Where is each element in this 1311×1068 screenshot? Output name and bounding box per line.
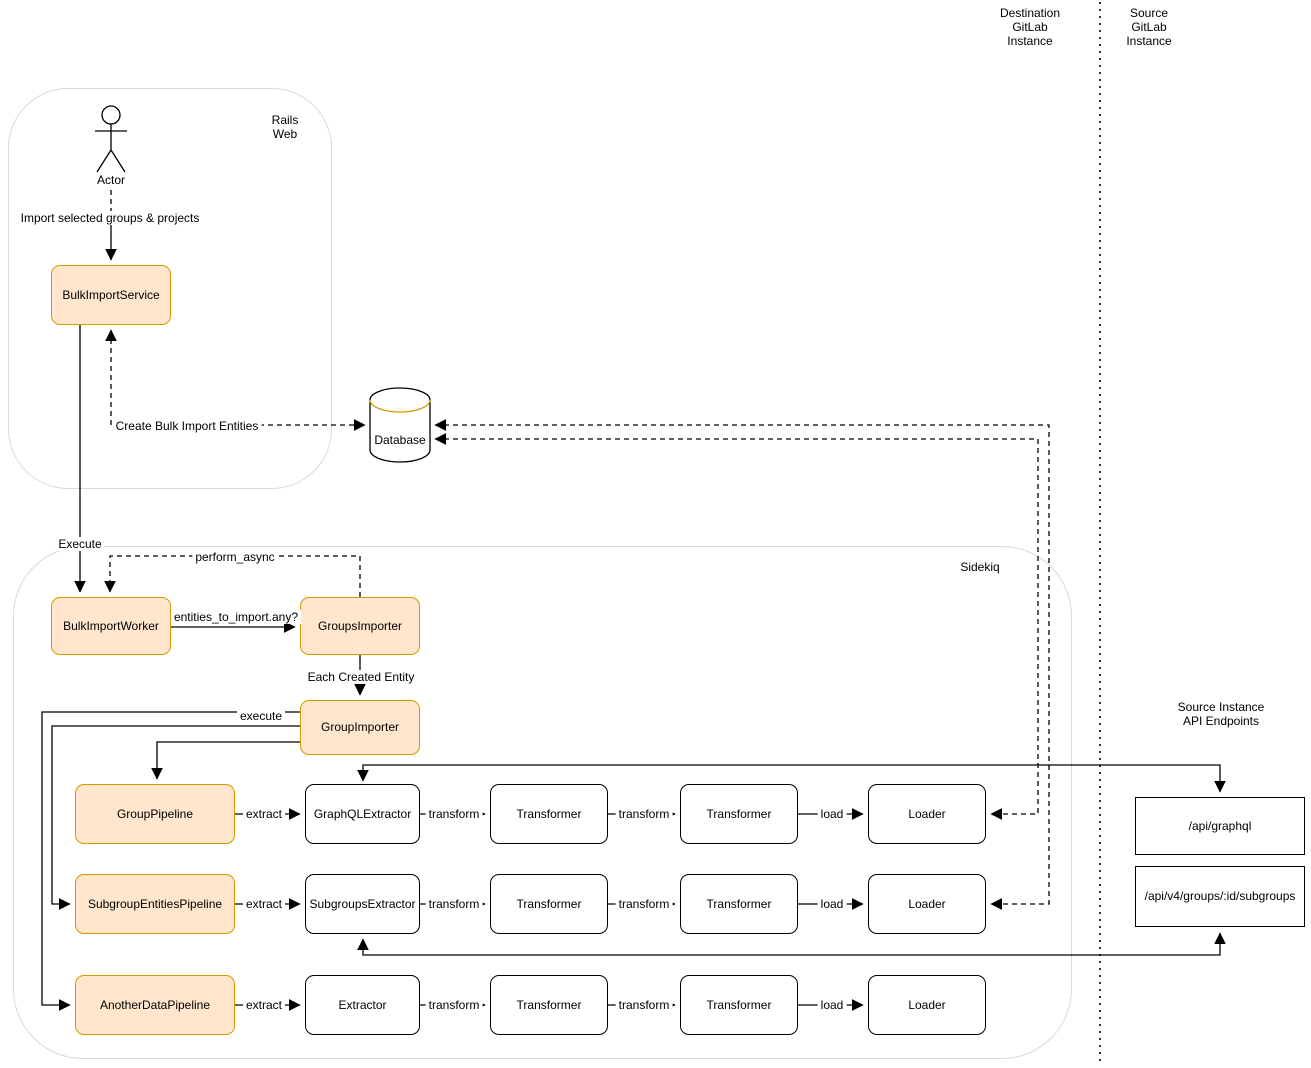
- edge-gi-group-pipeline: [151, 741, 300, 780]
- rails-web-label: Rails Web: [271, 113, 299, 141]
- edge-label-perform-async: perform_async: [192, 550, 278, 564]
- edge-loader1-database: [434, 433, 1039, 820]
- node-another-data-pipeline: AnotherDataPipeline: [75, 975, 235, 1035]
- node-bulk-import-worker: BulkImportWorker: [51, 597, 171, 655]
- edge-label-load-3: load: [817, 998, 847, 1012]
- edge-label-entities-any: entities_to_import.any?: [170, 610, 302, 624]
- node-group-pipeline: GroupPipeline: [75, 784, 235, 844]
- edge-label-transform-3b: transform: [615, 998, 673, 1012]
- edge-create-entities: [105, 329, 366, 431]
- node-transformer-2a: Transformer: [490, 874, 608, 934]
- actor-label: Actor: [96, 173, 126, 187]
- actor-icon: [95, 105, 127, 173]
- edge-label-transform-2b: transform: [615, 897, 673, 911]
- sidekiq-label: Sidekiq: [960, 560, 1000, 574]
- source-instance-label: Source GitLab Instance: [1126, 6, 1172, 48]
- node-loader-1: Loader: [868, 784, 986, 844]
- edge-label-execute: Execute: [55, 537, 105, 551]
- node-groups-importer: GroupsImporter: [300, 597, 420, 655]
- database-icon: [369, 387, 431, 463]
- edge-label-import-selected: Import selected groups & projects: [17, 211, 203, 225]
- node-subgroups-extractor: SubgroupsExtractor: [305, 874, 420, 934]
- edge-label-load-2: load: [817, 897, 847, 911]
- node-transformer-2b: Transformer: [680, 874, 798, 934]
- edge-label-create-entities: Create Bulk Import Entities: [112, 419, 262, 433]
- node-transformer-3b: Transformer: [680, 975, 798, 1035]
- edge-label-transform-1a: transform: [425, 807, 483, 821]
- edge-label-gi-execute: execute: [236, 709, 286, 723]
- node-subgroup-entities-pipeline: SubgroupEntitiesPipeline: [75, 874, 235, 934]
- node-transformer-3a: Transformer: [490, 975, 608, 1035]
- node-graphql-extractor: GraphQLExtractor: [305, 784, 420, 844]
- node-loader-3: Loader: [868, 975, 986, 1035]
- edge-gi-subgroup-pipeline: [51, 725, 300, 910]
- node-bulk-import-service: BulkImportService: [51, 265, 171, 325]
- node-api-graphql: /api/graphql: [1135, 797, 1305, 855]
- edge-label-load-1: load: [817, 807, 847, 821]
- edge-gi-another-pipeline: [41, 711, 300, 1011]
- node-extractor-3: Extractor: [305, 975, 420, 1035]
- edge-label-transform-3a: transform: [425, 998, 483, 1012]
- edge-label-transform-2a: transform: [425, 897, 483, 911]
- container-rails-web: [8, 88, 332, 489]
- edge-subgroups-endpoint: [357, 932, 1226, 956]
- node-loader-2: Loader: [868, 874, 986, 934]
- node-group-importer: GroupImporter: [300, 700, 420, 755]
- edge-label-each-created-entity: Each Created Entity: [304, 670, 418, 684]
- node-api-subgroups: /api/v4/groups/:id/subgroups: [1135, 866, 1305, 927]
- api-endpoints-title: Source Instance API Endpoints: [1177, 700, 1265, 728]
- edge-label-transform-1b: transform: [615, 807, 673, 821]
- destination-instance-label: Destination GitLab Instance: [999, 6, 1061, 48]
- node-transformer-1a: Transformer: [490, 784, 608, 844]
- node-transformer-1b: Transformer: [680, 784, 798, 844]
- node-database-label: Database: [374, 433, 426, 447]
- edge-label-extract-2: extract: [242, 897, 286, 911]
- edge-label-extract-3: extract: [242, 998, 286, 1012]
- edge-loader2-database: [434, 419, 1050, 910]
- edge-label-extract-1: extract: [242, 807, 286, 821]
